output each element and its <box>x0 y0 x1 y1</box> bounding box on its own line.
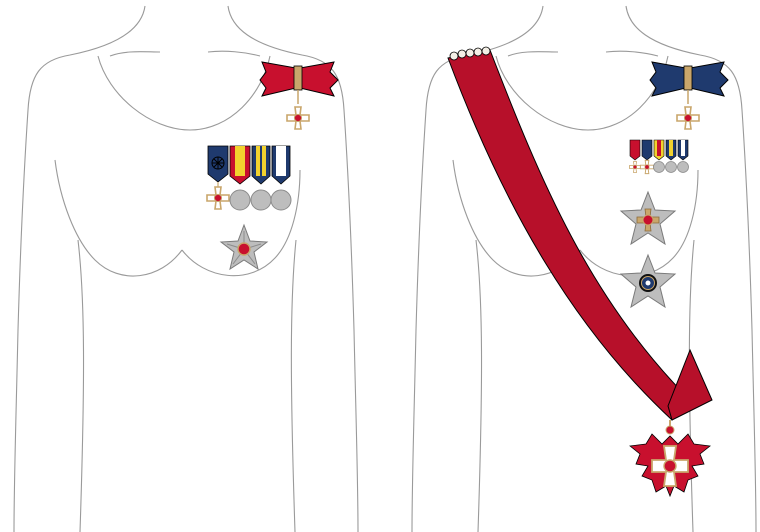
right-bow-ribbon <box>650 62 728 129</box>
right-breast-star-2 <box>621 255 675 307</box>
left-breast-star <box>221 225 267 269</box>
right-miniature-medal-bar <box>630 140 689 174</box>
ribbon-3 <box>252 146 270 184</box>
left-medal-bar <box>207 146 291 210</box>
left-bow-ribbon <box>260 62 338 129</box>
ribbon-4 <box>272 146 290 184</box>
grand-cross-badge <box>630 434 710 496</box>
ribbon-2 <box>230 146 250 184</box>
wheel-icon <box>212 157 224 169</box>
sash-ribbon <box>448 47 712 434</box>
right-breast-star-1 <box>621 192 675 244</box>
ribbon-1 <box>208 146 228 182</box>
